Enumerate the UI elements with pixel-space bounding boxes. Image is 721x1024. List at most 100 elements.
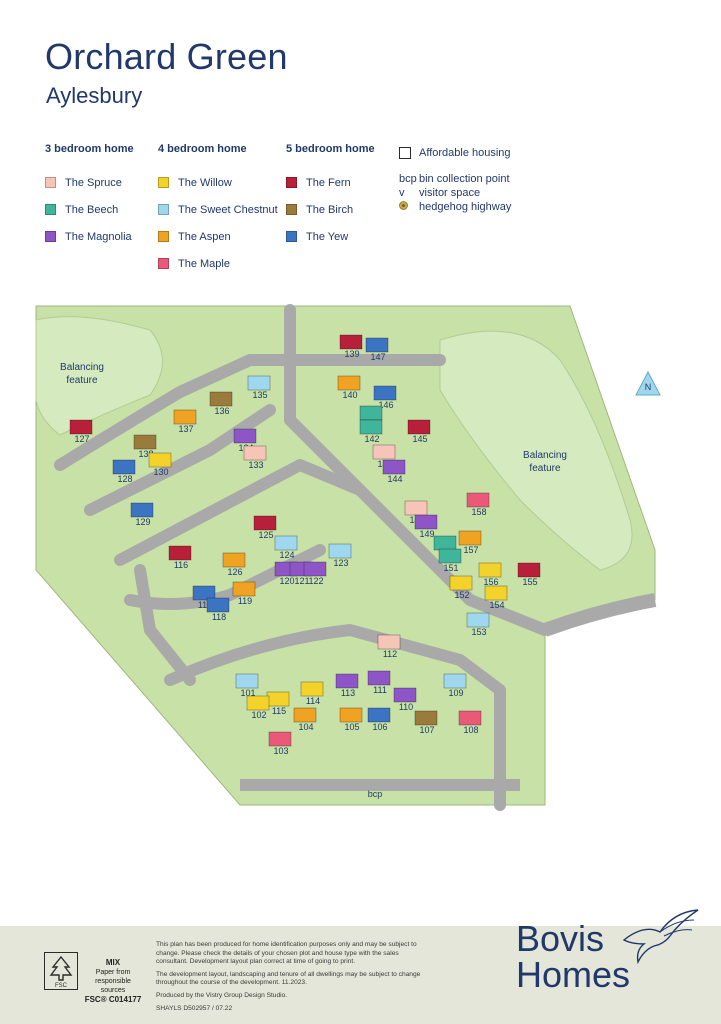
plot-136[interactable]: 136: [209, 391, 233, 416]
brand-line-2: Homes: [516, 954, 631, 995]
balancing-label-east-line2: feature: [529, 463, 561, 474]
plot-138[interactable]: 138: [133, 434, 157, 459]
fsc-mix: MIX: [105, 958, 121, 967]
plot-146[interactable]: 146: [373, 385, 397, 410]
fsc-logo: FSC: [44, 952, 78, 990]
plot-119[interactable]: 119: [232, 581, 256, 606]
plot-house: [192, 585, 216, 601]
plot-135[interactable]: 135: [247, 375, 271, 400]
plot-number: 112: [383, 649, 397, 659]
plot-158[interactable]: 158: [466, 492, 490, 517]
legend-label: The Magnolia: [65, 230, 132, 243]
plot-104[interactable]: 104: [293, 707, 317, 732]
plot-118[interactable]: 118: [206, 597, 230, 622]
page-subtitle: Aylesbury: [46, 83, 143, 108]
plot-number: 139: [344, 349, 359, 359]
plot-145[interactable]: 145: [407, 419, 431, 444]
plot-155[interactable]: 155: [517, 562, 541, 587]
plot-123[interactable]: 123: [328, 543, 352, 568]
balancing-label-west-line1: Balancing: [60, 362, 104, 373]
legend-hedgehog: hedgehog highway: [399, 200, 511, 214]
plot-house: [372, 444, 396, 460]
plot-106[interactable]: 106: [367, 707, 391, 732]
plot-133[interactable]: 133: [243, 445, 267, 470]
plot-156[interactable]: 156: [478, 562, 502, 587]
affordable-swatch: [399, 147, 411, 159]
plot-house: [337, 375, 361, 391]
plot-number: 133: [248, 460, 263, 470]
plot-111[interactable]: 111: [367, 670, 391, 695]
plot-154[interactable]: 154: [484, 585, 508, 610]
plot-122[interactable]: 122: [303, 561, 327, 586]
plot-number: 149: [419, 529, 434, 539]
plot-107[interactable]: 107: [414, 710, 438, 735]
plot-number: 102: [251, 710, 266, 720]
plot-105[interactable]: 105: [339, 707, 363, 732]
plot-number: 136: [214, 406, 229, 416]
plot-102[interactable]: 102: [246, 695, 270, 720]
plot-126[interactable]: 126: [222, 552, 246, 577]
disclaimer-paragraph: The development layout, landscaping and …: [156, 970, 421, 987]
site-road-east: [542, 593, 657, 637]
plot-130[interactable]: 130: [148, 452, 172, 477]
plot-114[interactable]: 114: [300, 681, 324, 706]
plot-house: [112, 459, 136, 475]
plot-number: 158: [471, 507, 486, 517]
plot-house: [373, 385, 397, 401]
fsc-logo-text: FSC: [55, 983, 68, 989]
plot-113[interactable]: 113: [335, 673, 359, 698]
disclaimer: This plan has been produced for home ide…: [156, 941, 426, 1017]
legend-heading: 3 bedroom home: [45, 143, 134, 155]
plot-151[interactable]: 151: [438, 548, 462, 573]
plot-112[interactable]: 112: [377, 634, 401, 659]
balancing-feature-east: [439, 330, 633, 571]
plot-house: [247, 375, 271, 391]
plot-house: [404, 500, 428, 516]
legend-item-beech: The Beech: [45, 196, 134, 223]
legend-label: Affordable housing: [419, 147, 511, 159]
plot-number: 140: [342, 390, 357, 400]
plot-house: [173, 409, 197, 425]
plot-140[interactable]: 140: [337, 375, 361, 400]
plot-139[interactable]: 139: [339, 334, 363, 359]
page-title: Orchard Green: [45, 36, 288, 77]
plot-144[interactable]: 144: [382, 459, 406, 484]
plot-house: [407, 419, 431, 435]
plot-142[interactable]: 142: [359, 419, 383, 444]
plot-number: 128: [117, 474, 132, 484]
plot-147[interactable]: 147: [365, 337, 389, 362]
plot-149[interactable]: 149: [414, 514, 438, 539]
plot-house: [130, 502, 154, 518]
plot-house: [365, 337, 389, 353]
plot-124[interactable]: 124: [274, 535, 298, 560]
plot-127[interactable]: 127: [69, 419, 93, 444]
plot-108[interactable]: 108: [458, 710, 482, 735]
plot-house: [484, 585, 508, 601]
plot-109[interactable]: 109: [443, 673, 467, 698]
plot-128[interactable]: 128: [112, 459, 136, 484]
legend-item-maple: The Maple: [158, 250, 278, 277]
plot-101[interactable]: 101: [235, 673, 259, 698]
plot-number: 144: [387, 474, 402, 484]
plot-153[interactable]: 153: [466, 612, 490, 637]
legend-item-birch: The Birch: [286, 196, 375, 223]
plot-110[interactable]: 110: [393, 687, 417, 712]
plot-number: 153: [471, 627, 486, 637]
plot-116[interactable]: 116: [168, 545, 192, 570]
plot-129[interactable]: 129: [130, 502, 154, 527]
plot-152[interactable]: 152: [449, 575, 473, 600]
plot-117[interactable]: 117: [192, 585, 216, 610]
plot-number: 156: [483, 577, 498, 587]
plot-house: [266, 691, 290, 707]
plot-103[interactable]: 103: [268, 731, 292, 756]
legend-item-fern: The Fern: [286, 169, 375, 196]
plot-137[interactable]: 137: [173, 409, 197, 434]
plot-125[interactable]: 125: [253, 515, 277, 540]
legend-label: The Beech: [65, 203, 119, 216]
plot-number: 121: [294, 576, 309, 586]
plot-house: [367, 670, 391, 686]
plot-157[interactable]: 157: [458, 530, 482, 555]
plot-number: 125: [258, 530, 273, 540]
